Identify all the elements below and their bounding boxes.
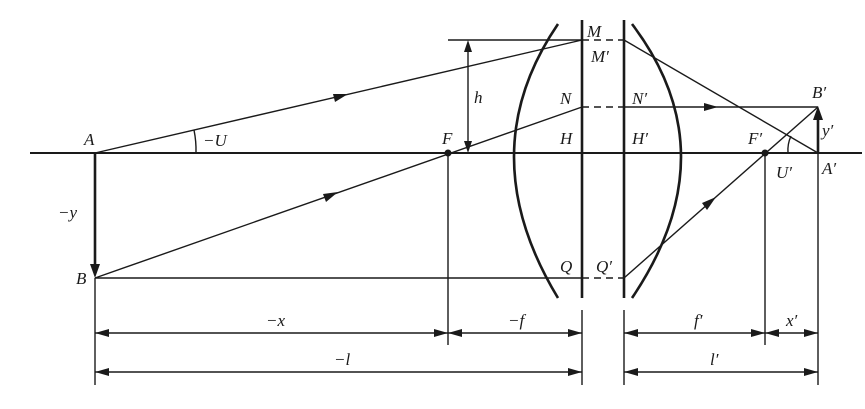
object-arrow-head <box>90 264 100 278</box>
label-H: H <box>559 129 574 148</box>
dim-label-f-prime: f′ <box>694 311 703 330</box>
dim-label-x-prime: x′ <box>785 311 798 330</box>
ray-Q-prime-arrow <box>702 197 716 210</box>
label-minus-U: −U <box>203 131 228 150</box>
label-U-prime: U′ <box>776 163 792 182</box>
ray-B-to-N <box>94 106 583 279</box>
label-minus-y: −y <box>58 203 77 222</box>
ray-A-M-arrow <box>333 94 348 102</box>
dimension-l-prime <box>624 368 818 376</box>
ray-N-prime-arrow <box>704 103 718 111</box>
label-h: h <box>474 88 483 107</box>
dimension-minus-x <box>95 329 448 337</box>
label-N: N <box>559 89 573 108</box>
dimension-f-prime <box>624 329 765 337</box>
h-arrow-top <box>464 40 472 52</box>
dim-label-minus-f: −f <box>508 311 526 330</box>
ray-B-N-arrow <box>323 192 338 202</box>
label-N-prime: N′ <box>631 89 647 108</box>
label-F: F <box>441 129 453 148</box>
dim-label-l-prime: l′ <box>710 350 719 369</box>
dimension-minus-f <box>448 329 582 337</box>
label-F-prime: F′ <box>747 129 762 148</box>
label-H-prime: H′ <box>631 129 648 148</box>
dim-label-minus-l: −l <box>334 350 350 369</box>
label-M-prime: M′ <box>590 47 609 66</box>
dimension-minus-l <box>95 368 582 376</box>
image-arrow-head <box>813 106 823 120</box>
lens-front-surface <box>512 23 560 299</box>
label-y-prime: y′ <box>820 121 834 140</box>
ray-Q-prime-to-B-prime <box>623 106 819 279</box>
dimension-x-prime <box>765 329 818 337</box>
label-Q-prime: Q′ <box>596 257 612 276</box>
angle-U-arc <box>193 129 197 154</box>
label-A: A <box>83 130 95 149</box>
angle-U-prime-arc <box>787 135 792 154</box>
label-B: B <box>76 269 87 288</box>
label-A-prime: A′ <box>821 159 836 178</box>
label-M: M <box>586 22 602 41</box>
dim-label-minus-x: −x <box>266 311 285 330</box>
lens-back-surface <box>630 23 683 299</box>
ray-M-prime-to-A-prime <box>623 39 819 154</box>
label-Q: Q <box>560 257 572 276</box>
label-B-prime: B′ <box>812 83 826 102</box>
